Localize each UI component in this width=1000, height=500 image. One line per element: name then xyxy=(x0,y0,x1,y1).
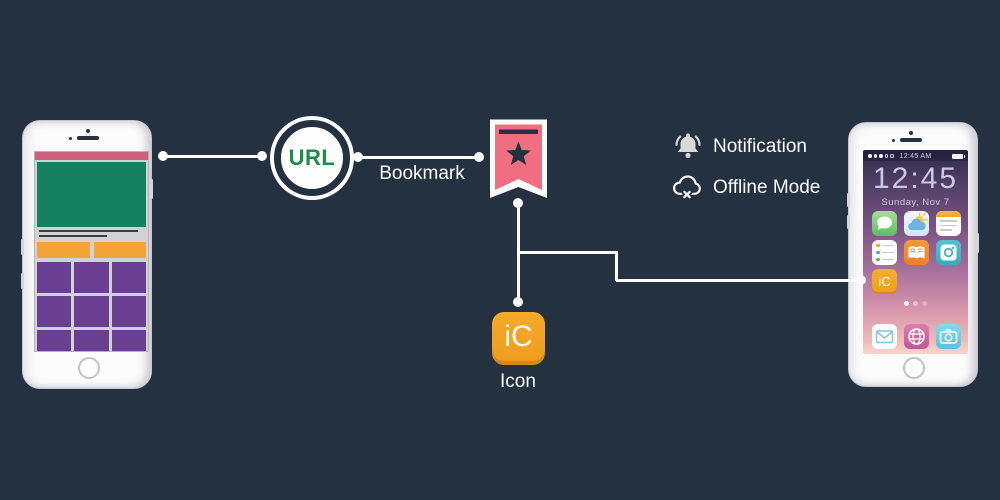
wire-endpoint-dot xyxy=(856,275,866,285)
phone-sensor-icon xyxy=(69,137,72,140)
wireframe-header-bar xyxy=(35,152,148,160)
url-label: URL xyxy=(288,145,336,170)
phone-camera-icon xyxy=(86,129,90,133)
right-phone: 12:45 AM 12:45 Sunday, Nov 7 xyxy=(847,122,979,387)
volume-button xyxy=(847,193,850,207)
wire-endpoint-dot xyxy=(257,151,267,161)
home-button xyxy=(78,357,100,379)
cloud-offline-icon xyxy=(673,175,701,201)
volume-button xyxy=(21,239,24,255)
page-indicator xyxy=(863,301,968,306)
volume-button xyxy=(847,215,850,229)
wire-url-to-bookmark xyxy=(358,155,479,159)
bookmark-ribbon-icon xyxy=(488,117,549,209)
volume-button xyxy=(21,273,24,289)
phone-speaker xyxy=(77,136,99,140)
wire-branch-vertical xyxy=(614,250,618,281)
offline-mode-label: Offline Mode xyxy=(713,176,821,198)
app-icon-glyph: iC xyxy=(504,320,533,353)
battery-icon xyxy=(952,154,965,159)
wireframe-grid-cell xyxy=(111,262,146,293)
camera-icon xyxy=(936,324,961,349)
home-button xyxy=(903,357,925,379)
ic-app-glyph: iC xyxy=(878,274,891,289)
wireframe-grid-cell xyxy=(111,330,146,351)
phone-sensor-icon xyxy=(892,139,895,142)
wireframe-grid-cell xyxy=(74,330,109,351)
notification-feature: Notification xyxy=(672,131,807,163)
wire-endpoint-dot xyxy=(474,152,484,162)
reminders-icon xyxy=(872,240,897,265)
wire-endpoint-dot xyxy=(158,151,168,161)
wire-to-right-phone xyxy=(616,278,861,282)
wireframe-grid xyxy=(37,262,146,351)
status-time: 12:45 AM xyxy=(899,152,932,160)
wireframe-grid-cell xyxy=(37,330,72,351)
book-icon xyxy=(904,240,929,265)
clock-time: 12:45 xyxy=(872,162,959,195)
app-icon-node: iC xyxy=(492,312,545,365)
home-screen: 12:45 AM 12:45 Sunday, Nov 7 xyxy=(863,150,968,354)
power-button xyxy=(976,233,979,253)
notification-label: Notification xyxy=(713,136,807,157)
wire-endpoint-dot xyxy=(353,152,363,162)
wireframe-hero-block xyxy=(37,162,146,227)
notes-icon xyxy=(936,211,961,236)
globe-icon xyxy=(904,324,929,349)
wireframe-grid-cell xyxy=(37,296,72,327)
bell-icon xyxy=(675,133,701,159)
left-phone xyxy=(21,120,153,389)
weather-icon xyxy=(904,211,929,236)
ic-app-icon: iC xyxy=(872,269,897,294)
wire-branch-horizontal xyxy=(518,250,617,254)
wireframe-grid-cell xyxy=(37,262,72,293)
wireframe-text-line xyxy=(39,235,107,237)
wireframe-grid-cell xyxy=(74,296,109,327)
wire-endpoint-dot xyxy=(513,297,523,307)
phone-speaker xyxy=(900,138,922,142)
offline-mode-feature: Offline Mode xyxy=(670,172,820,203)
status-bar: 12:45 AM xyxy=(863,150,968,161)
mail-icon xyxy=(872,324,897,349)
bookmark-label: Bookmark xyxy=(379,163,465,184)
wire-phone-to-url xyxy=(163,154,262,158)
url-node: URL xyxy=(270,116,354,200)
wireframe-button xyxy=(93,242,146,258)
phone-camera-icon xyxy=(909,131,913,135)
power-button xyxy=(150,179,153,199)
signal-strength-icon xyxy=(868,154,894,158)
messages-icon xyxy=(872,211,897,236)
website-wireframe-screen xyxy=(34,151,149,352)
wire-endpoint-dot xyxy=(513,198,523,208)
clock-date: Sunday, Nov 7 xyxy=(881,197,950,208)
wireframe-grid-cell xyxy=(74,262,109,293)
photos-icon xyxy=(936,240,961,265)
wireframe-grid-cell xyxy=(111,296,146,327)
wireframe-button xyxy=(37,242,90,258)
wireframe-text-line xyxy=(39,230,139,232)
icon-label: Icon xyxy=(500,371,536,392)
